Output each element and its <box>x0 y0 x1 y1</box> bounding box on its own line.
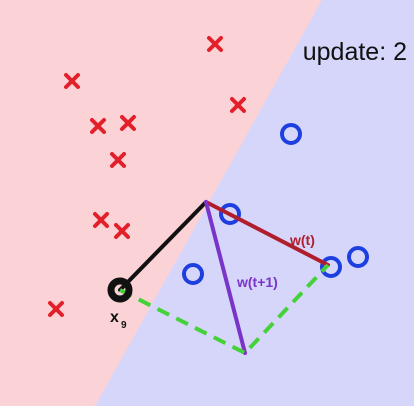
cross-marker <box>48 301 64 317</box>
positive-points <box>48 36 246 317</box>
update-counter-label: update: 2 <box>303 38 407 66</box>
cross-marker <box>90 118 106 134</box>
w-t-vector-line <box>204 200 330 267</box>
circle-marker <box>280 123 302 145</box>
negative-points <box>182 123 369 285</box>
cross-marker <box>64 73 80 89</box>
dashed-construction-line <box>119 263 330 356</box>
cross-marker <box>207 36 223 52</box>
cross-marker <box>120 115 136 131</box>
circle-marker <box>347 246 369 268</box>
cross-marker <box>114 223 130 239</box>
w-t-label: w(t) <box>289 232 315 248</box>
circle-marker <box>320 256 342 278</box>
w-t1-label: w(t+1) <box>236 274 278 290</box>
circle-marker <box>182 263 204 285</box>
x-label: x <box>110 309 119 326</box>
cross-marker <box>110 152 126 168</box>
circle-marker <box>219 203 241 225</box>
cross-marker <box>230 97 246 113</box>
x-vector-line <box>118 200 208 292</box>
x-subscript-label: 9 <box>121 320 127 331</box>
w-t1-vector-line <box>204 200 247 355</box>
highlighted-sample-marker <box>107 277 133 303</box>
cross-marker <box>93 212 109 228</box>
